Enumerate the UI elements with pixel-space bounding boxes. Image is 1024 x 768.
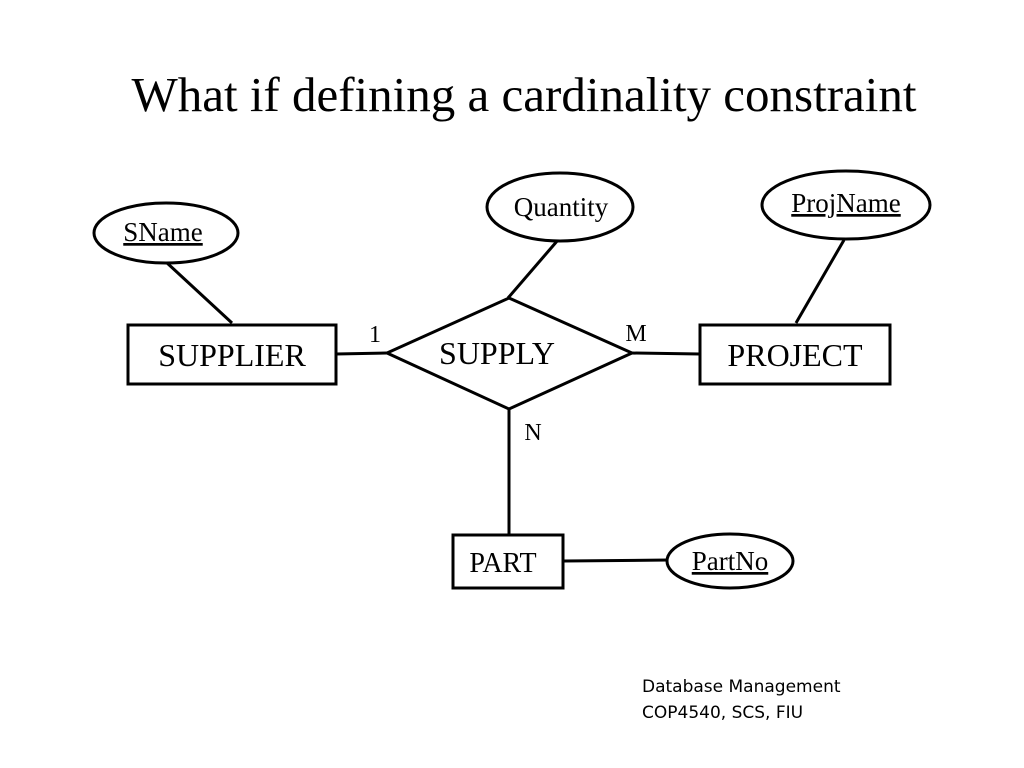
entity-supplier-label: SUPPLIER <box>158 337 306 373</box>
part-partno-connector <box>563 558 670 563</box>
supply-project-connector <box>630 351 701 356</box>
attribute-partno: PartNo <box>665 532 795 590</box>
entity-part-box <box>451 533 565 590</box>
attribute-sname-label: SName <box>123 217 203 247</box>
supplier-supply-connector <box>335 351 388 356</box>
footer-course-line2: COP4540, SCS, FIU <box>642 703 804 723</box>
attribute-quantity-shape <box>485 171 635 243</box>
footer-course-line1: Database Management <box>642 677 841 697</box>
attribute-sname: SName <box>92 201 240 265</box>
entity-supplier-box <box>126 323 338 386</box>
projname-connector <box>794 239 846 324</box>
cardinality-supplier-label: 1 <box>369 322 381 348</box>
attribute-sname-shape <box>92 201 240 265</box>
cardinality-part-label: N <box>524 420 541 446</box>
quantity-connector <box>506 239 560 299</box>
cardinality-project-label: M <box>625 321 646 347</box>
relationship-supply-shape <box>383 296 636 411</box>
attribute-quantity-label: Quantity <box>514 192 609 222</box>
attribute-partno-shape <box>665 532 795 590</box>
footer: Database Management COP4540, SCS, FIU <box>642 674 841 726</box>
relationship-supply: SUPPLY <box>383 296 636 411</box>
entity-project-label: PROJECT <box>727 337 863 373</box>
relationship-supply-label: SUPPLY <box>439 335 555 371</box>
attribute-projname-shape <box>760 169 932 241</box>
attribute-projname-label: ProjName <box>791 188 900 218</box>
entity-project: PROJECT <box>698 323 892 386</box>
attribute-projname: ProjName <box>760 169 932 241</box>
attribute-quantity: Quantity <box>485 171 635 243</box>
entity-project-box <box>698 323 892 386</box>
entity-part-label: PART <box>469 548 536 579</box>
entity-supplier: SUPPLIER <box>126 323 338 386</box>
slide-title: What if defining a cardinality constrain… <box>131 67 917 122</box>
attribute-partno-label: PartNo <box>692 546 769 576</box>
entity-part: PART <box>451 533 565 590</box>
sname-connector <box>164 260 234 325</box>
